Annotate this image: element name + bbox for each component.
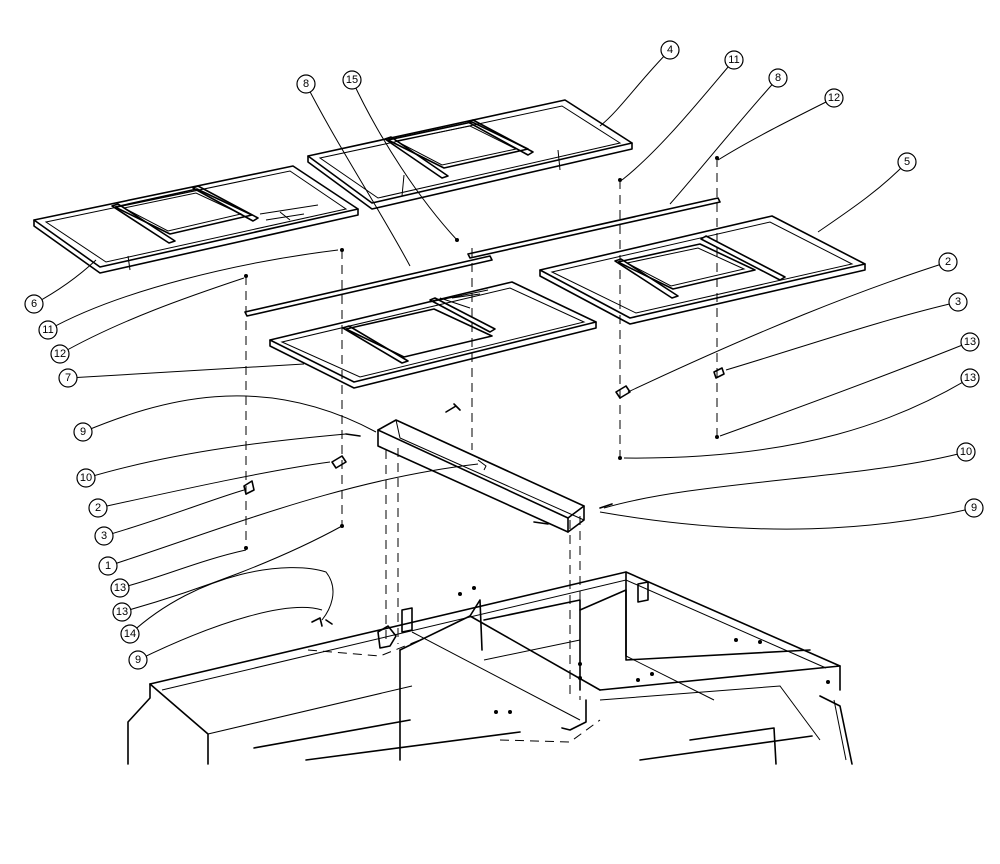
callout-15: 15: [342, 70, 362, 90]
callout-2-right: 2: [938, 252, 958, 272]
callout-3-right: 3: [948, 292, 968, 312]
lid-panel-6: [33, 165, 359, 274]
callout-9-low: 9: [128, 650, 148, 670]
svg-text:13: 13: [116, 606, 128, 618]
svg-text:11: 11: [728, 54, 739, 66]
svg-text:12: 12: [54, 348, 66, 360]
svg-text:2: 2: [945, 256, 951, 268]
callout-13-right-1: 13: [960, 332, 980, 352]
svg-text:2: 2: [95, 502, 101, 514]
lid-panel-7: [269, 281, 597, 389]
svg-text:14: 14: [124, 628, 136, 640]
callout-13-left-1: 13: [110, 578, 130, 598]
leader-lines: [33, 49, 975, 661]
callout-10-right: 10: [956, 442, 976, 462]
center-beam-1: [377, 419, 585, 533]
svg-text:13: 13: [114, 582, 126, 594]
svg-text:13: 13: [964, 336, 976, 348]
small-hardware: [243, 156, 725, 627]
callout-8-right: 8: [768, 68, 788, 88]
callout-12-left: 12: [50, 344, 70, 364]
callout-6: 6: [24, 294, 44, 314]
callout-13-left-2: 13: [112, 602, 132, 622]
callout-9-right: 9: [964, 498, 984, 518]
svg-text:1: 1: [105, 560, 111, 572]
svg-text:10: 10: [960, 446, 972, 458]
svg-text:4: 4: [667, 44, 673, 56]
callout-3-left: 3: [94, 526, 114, 546]
svg-text:3: 3: [101, 530, 107, 542]
callout-11-left: 11: [38, 320, 58, 340]
callout-10-left: 10: [76, 468, 96, 488]
callout-2-left: 2: [88, 498, 108, 518]
svg-text:5: 5: [904, 156, 910, 168]
svg-text:8: 8: [775, 72, 781, 84]
svg-text:9: 9: [135, 654, 141, 666]
rail-8-left: [244, 255, 493, 317]
lid-panel-4: [307, 99, 633, 210]
callout-4: 4: [660, 40, 680, 60]
callout-11-top: 11: [724, 50, 744, 70]
svg-text:15: 15: [346, 74, 358, 86]
callout-5: 5: [897, 152, 917, 172]
svg-text:3: 3: [955, 296, 961, 308]
svg-text:6: 6: [31, 298, 37, 310]
svg-text:8: 8: [303, 78, 309, 90]
callout-9-left: 9: [73, 422, 93, 442]
svg-text:11: 11: [42, 324, 53, 336]
callout-1: 1: [98, 556, 118, 576]
svg-text:10: 10: [80, 472, 92, 484]
callout-12-top: 12: [824, 88, 844, 108]
rail-8-right: [467, 197, 721, 259]
svg-text:13: 13: [964, 372, 976, 384]
svg-text:9: 9: [971, 502, 977, 514]
machine-body: [127, 571, 853, 765]
svg-text:12: 12: [828, 92, 840, 104]
svg-text:9: 9: [80, 426, 86, 438]
svg-text:7: 7: [65, 372, 71, 384]
lid-panel-5: [539, 215, 866, 325]
callout-14: 14: [120, 624, 140, 644]
callout-7: 7: [58, 368, 78, 388]
callout-13-right-2: 13: [960, 368, 980, 388]
callout-8-left: 8: [296, 74, 316, 94]
